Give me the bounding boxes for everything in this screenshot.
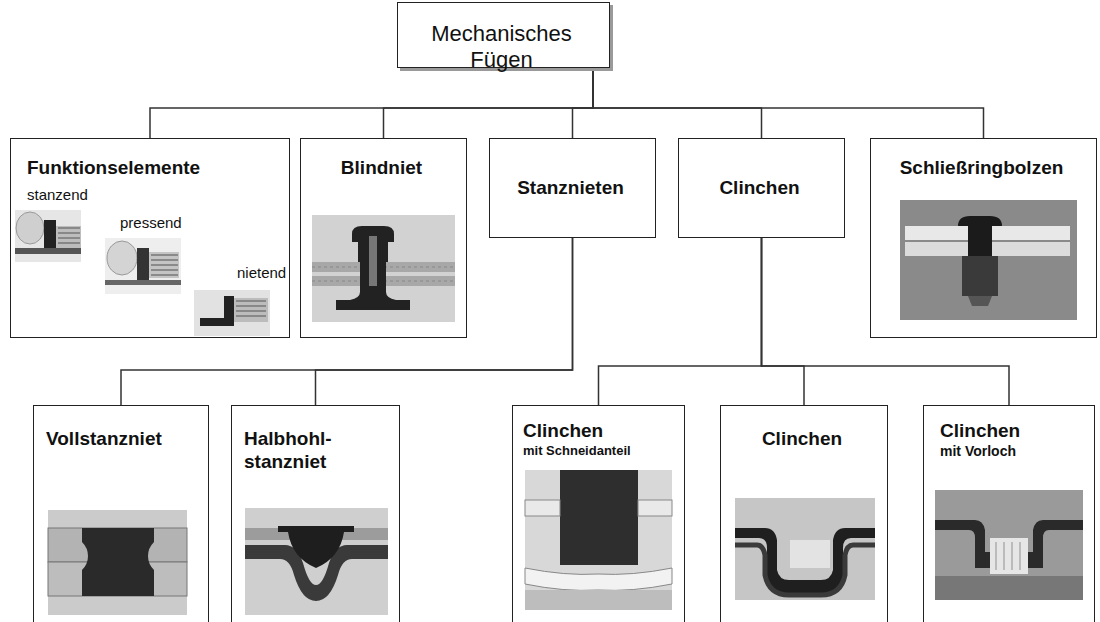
pressend-photo xyxy=(105,238,181,294)
clinch-photo xyxy=(735,498,875,600)
lockbolt-photo xyxy=(900,200,1077,320)
process-box: Clinchenmit Vorloch xyxy=(923,405,1095,622)
process-box: Halbhohl- stanzniet xyxy=(231,405,400,622)
process-box: Vollstanzniet xyxy=(33,405,209,622)
node-title: Schließringbolzen xyxy=(871,157,1092,180)
node-title: Clinchen xyxy=(679,177,840,200)
solid-rivet-photo xyxy=(48,510,187,615)
node-title: Clinchen xyxy=(940,420,1088,443)
self-piercing-rivet-photo xyxy=(245,508,388,615)
tree-connector xyxy=(573,68,594,138)
node-title: Mechanisches Fügen xyxy=(398,21,605,74)
node-title: Blindniet xyxy=(301,157,462,180)
process-box: Stanznieten xyxy=(489,138,656,238)
blind-rivet-photo xyxy=(312,215,455,322)
node-subtitle: stanzend xyxy=(27,186,283,204)
tree-connector xyxy=(593,68,984,138)
node-title: Halbhohl- stanzniet xyxy=(244,428,384,474)
stanzend-photo xyxy=(15,210,81,262)
node-subtitle: mit Vorloch xyxy=(940,443,1088,460)
prehole-clinch-photo xyxy=(935,490,1083,600)
nietend-photo xyxy=(194,290,270,336)
process-box: Mechanisches Fügen xyxy=(397,2,610,68)
tree-connector xyxy=(150,68,593,138)
tree-connector xyxy=(762,238,1010,405)
process-box: Clinchen xyxy=(678,138,845,238)
node-subtitle: nietend xyxy=(237,264,283,282)
process-box: Clinchenmit Schneidanteil xyxy=(512,405,685,622)
process-box: Blindniet xyxy=(300,138,467,338)
tree-connector xyxy=(599,238,762,405)
node-subtitle: pressend xyxy=(120,214,283,232)
process-box: Clinchen xyxy=(720,405,888,622)
tree-connector xyxy=(384,68,594,138)
node-title: Clinchen xyxy=(523,420,678,443)
process-box: Schließringbolzen xyxy=(870,138,1097,338)
tree-connector xyxy=(593,68,762,138)
shear-clinch-photo xyxy=(525,470,672,610)
node-title: Clinchen xyxy=(721,428,883,451)
node-title: Stanznieten xyxy=(490,177,651,200)
tree-connector xyxy=(762,238,805,405)
process-box: Funktionselemente stanzend pressend nietend xyxy=(10,138,290,338)
node-subtitle: mit Schneidanteil xyxy=(523,443,678,459)
node-title: Vollstanzniet xyxy=(46,428,202,451)
node-title: Funktionselemente xyxy=(27,157,283,180)
